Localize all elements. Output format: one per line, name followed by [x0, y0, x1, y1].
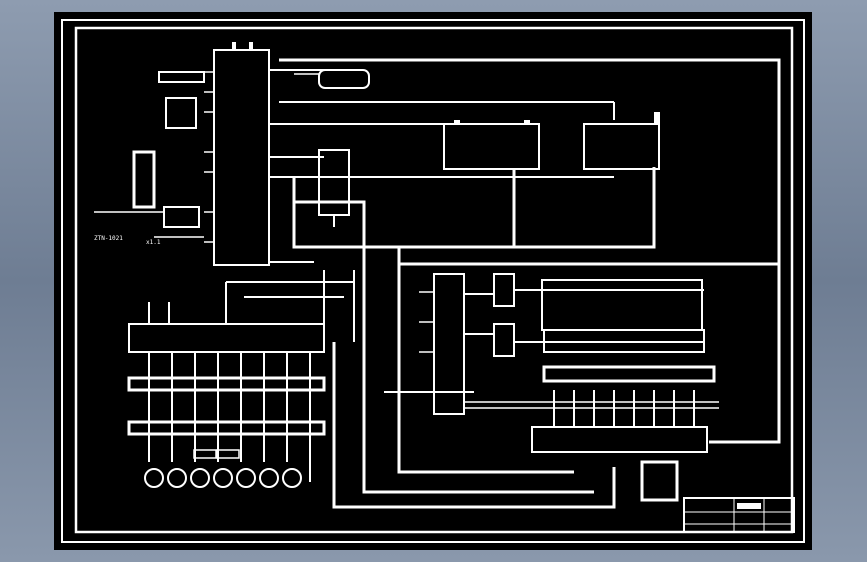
- outer-border: [61, 19, 805, 543]
- inner-border: [74, 26, 794, 534]
- driver-ic-1: [443, 120, 540, 170]
- oscillator-block: ZTN-1021 x1.1: [94, 71, 205, 246]
- circuit-schematic: ZTN-1021 x1.1: [61, 19, 805, 543]
- top-connector: [294, 69, 370, 89]
- driver-ic-2: [583, 112, 660, 170]
- schematic-sheet: ZTN-1021 x1.1: [54, 12, 812, 550]
- mcu-lower: [419, 273, 719, 415]
- upper-bus: [226, 167, 656, 509]
- left-label-2: x1.1: [146, 239, 161, 246]
- relay-coils: [493, 273, 704, 357]
- display-matrix: [541, 279, 716, 383]
- left-label-1: ZTN-1021: [94, 235, 123, 242]
- title-block: [683, 497, 795, 533]
- mcu-upper: [204, 42, 614, 266]
- led-indicators: [144, 449, 302, 488]
- relay-block: [318, 149, 350, 227]
- bus-frame: [279, 58, 781, 444]
- segment-driver-bank: [127, 282, 326, 482]
- display-driver-bank: [531, 390, 708, 502]
